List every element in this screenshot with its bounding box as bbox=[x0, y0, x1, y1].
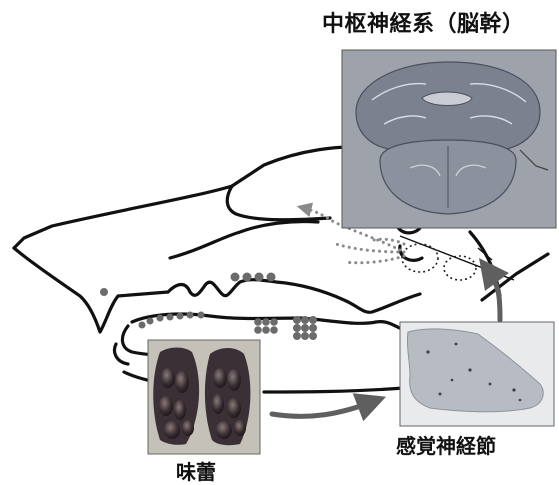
taste-bud-right bbox=[205, 348, 250, 445]
brainstem-section bbox=[342, 50, 556, 228]
taste-bud-label: 味蕾 bbox=[176, 456, 216, 485]
taste-bud-image bbox=[148, 340, 260, 454]
taste-bud-left bbox=[153, 348, 199, 445]
sensory-ganglion-image bbox=[400, 322, 554, 426]
guide-lines bbox=[400, 236, 514, 280]
cns-label: 中枢神経系（脳幹） bbox=[322, 6, 525, 38]
ganglion-ovals bbox=[402, 244, 476, 280]
bud-to-ganglion-arrow bbox=[272, 402, 372, 416]
ganglion-label: 感覚神経節 bbox=[396, 430, 496, 459]
